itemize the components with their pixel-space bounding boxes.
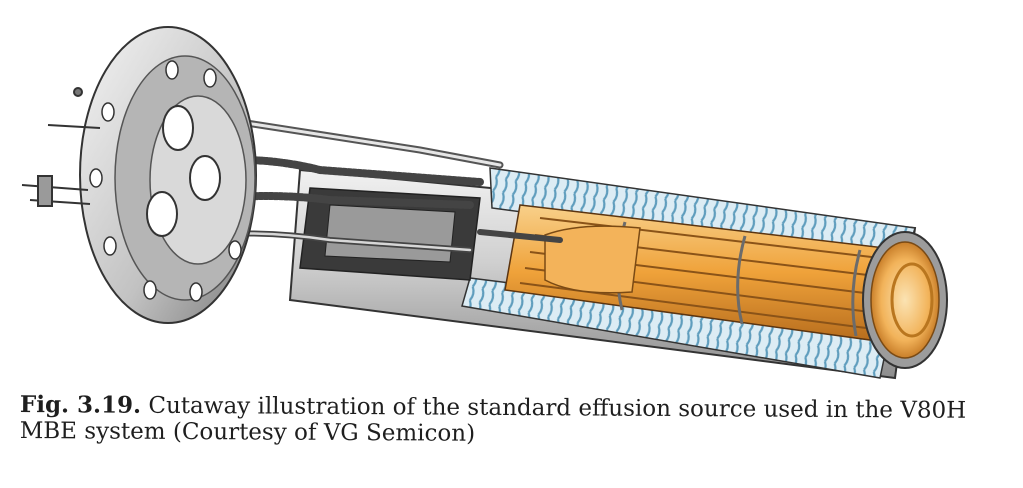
mounting-flange [79, 26, 257, 324]
figure-caption: Fig. 3.19. Cutaway illustration of the s… [19, 391, 1010, 450]
caption-label: Fig. 3.19. [19, 391, 142, 419]
caption-line-2: MBE system (Courtesy of VG Semicon) [19, 417, 476, 447]
effusion-source-illustration [21, 26, 948, 380]
crucible-mouth [862, 231, 948, 369]
bolt-holes [89, 60, 242, 302]
crucible [544, 225, 641, 294]
inner-sleeve [324, 204, 456, 263]
feedthrough-pins [21, 87, 101, 207]
feedthrough-ports [146, 105, 221, 237]
